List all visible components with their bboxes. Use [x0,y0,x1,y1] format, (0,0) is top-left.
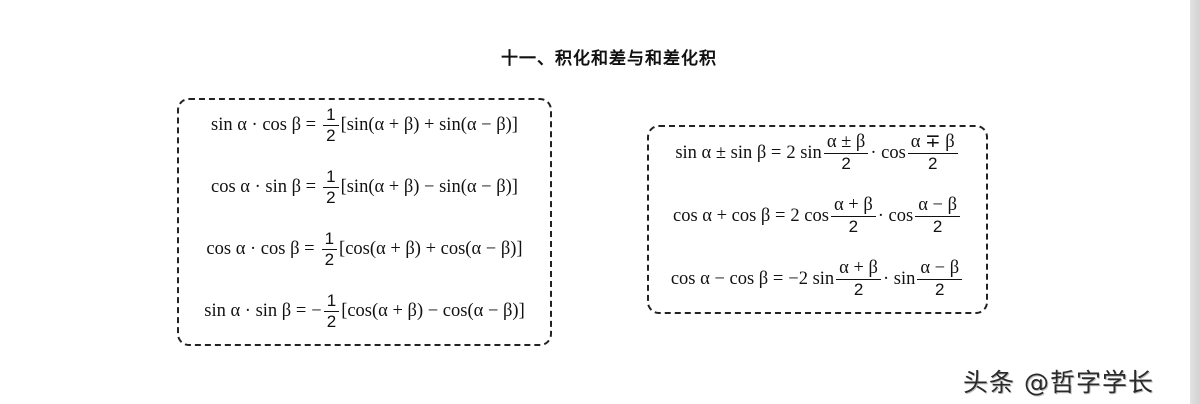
formula-row: sin α · sin β = − 1 2 [cos(α + β) − cos(… [179,292,550,331]
formula-mid: · cos [870,142,906,163]
formula-lhs: cos α + cos β = [672,205,786,226]
product-to-sum-box: sin α · cos β = 1 2 [sin(α + β) + sin(α … [177,98,552,346]
section-title: 十一、积化和差与和差化积 [501,49,717,69]
formula-lhs: cos α − cos β = [670,268,784,289]
fraction: α − β 2 [915,195,960,236]
formula-coef: −2 sin [788,268,835,289]
formula-rhs: [sin(α + β) + sin(α − β)] [340,114,518,135]
fraction: 1 2 [321,230,338,269]
formula-row: sin α · cos β = 1 2 [sin(α + β) + sin(α … [179,106,550,145]
fraction: α − β 2 [917,258,963,299]
watermark: 头条 @哲字学长 [963,368,1154,397]
formula-rhs: [cos(α + β) − cos(α − β)] [341,300,525,321]
formula-coef: 2 sin [786,142,822,163]
formula-lhs: cos α · cos β = [206,238,315,259]
formula-lhs: sin α · cos β = [211,114,317,135]
fraction: α + β 2 [836,258,881,299]
formula-mid: · sin [882,268,916,289]
fraction: α ± β 2 [823,132,869,173]
formula-row: cos α + cos β = 2 cos α + β 2 · cos α − … [649,195,986,236]
formula-row: cos α · cos β = 1 2 [cos(α + β) + cos(α … [179,230,550,269]
formula-sign: − [311,300,322,321]
sum-to-product-box: sin α ± sin β = 2 sin α ± β 2 · cos α ∓ … [647,125,988,314]
formula-lhs: sin α · sin β = [204,300,307,321]
fraction: 1 2 [323,292,340,331]
fraction: 1 2 [323,168,339,207]
formula-row: cos α − cos β = −2 sin α + β 2 · sin α −… [649,258,986,299]
formula-lhs: sin α ± sin β = [675,142,782,163]
formula-mid: · cos [877,205,914,226]
formula-rhs: [cos(α + β) + cos(α − β)] [339,238,523,259]
formula-row: sin α ± sin β = 2 sin α ± β 2 · cos α ∓ … [649,132,986,173]
fraction: 1 2 [323,106,339,145]
page-edge-scrollbar [1190,0,1199,404]
formula-rhs: [sin(α + β) − sin(α − β)] [340,176,518,197]
formula-lhs: cos α · sin β = [211,176,317,197]
fraction: α ∓ β 2 [907,132,958,173]
formula-coef: 2 cos [790,205,829,226]
formula-row: cos α · sin β = 1 2 [sin(α + β) − sin(α … [179,168,550,207]
fraction: α + β 2 [830,195,876,236]
